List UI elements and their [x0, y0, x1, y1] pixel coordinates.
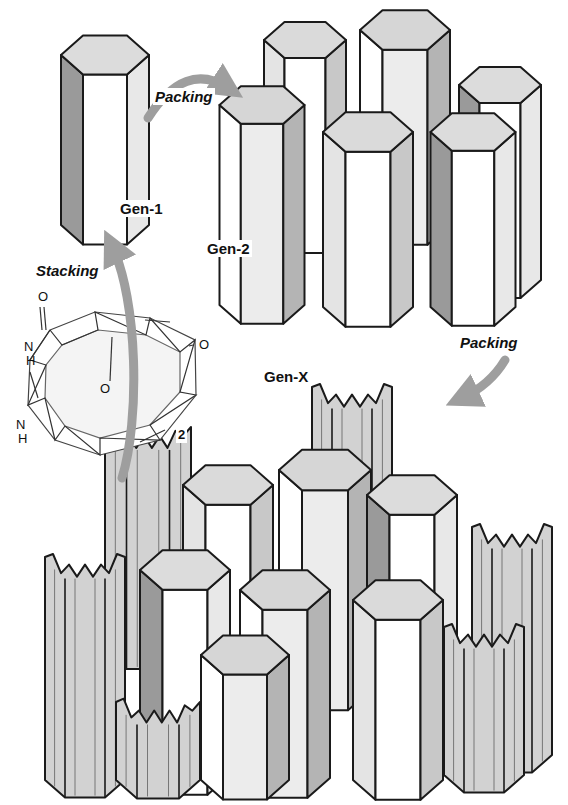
packing-arrow — [148, 79, 228, 118]
packing-arrow — [462, 360, 505, 398]
ring-inner — [45, 330, 180, 438]
prism-flute — [514, 639, 515, 781]
generation-label: Gen-1 — [118, 200, 165, 217]
carbonyl-bond — [40, 307, 42, 330]
prism-flute — [137, 450, 138, 667]
carbonyl-bond — [110, 337, 112, 381]
prism-flute — [95, 579, 96, 796]
prism-top — [323, 112, 413, 152]
prism-flute — [189, 715, 190, 787]
prism-flute — [136, 724, 138, 798]
prism-top — [220, 86, 305, 123]
carbonyl-bond — [44, 307, 46, 330]
prism-face — [83, 74, 127, 244]
process-label: Packing — [458, 334, 520, 351]
prism-face — [421, 600, 444, 800]
prism-face — [431, 132, 452, 326]
atom-label: H — [16, 432, 29, 447]
prism-face — [376, 620, 421, 800]
carbonyl-bond — [189, 345, 193, 346]
broken-prism — [444, 624, 524, 793]
alkene-bond — [30, 372, 38, 398]
prism-flute — [54, 569, 55, 786]
prism-top — [61, 36, 149, 75]
prism-face — [241, 124, 283, 324]
atom-label: H — [24, 354, 37, 369]
prism-flute — [168, 724, 169, 796]
prism-top — [264, 22, 346, 58]
prism-top — [140, 550, 230, 590]
alkene-bond — [145, 320, 170, 322]
prism-flute — [126, 715, 127, 787]
atom-label: N — [22, 340, 35, 355]
prism-flute — [147, 724, 148, 796]
prism-top — [459, 67, 541, 103]
prism-top — [240, 570, 330, 610]
prism-face — [353, 600, 376, 800]
prism-top — [201, 636, 289, 675]
ring-outline — [28, 312, 196, 455]
broken-prism — [45, 554, 125, 798]
stacking-arrow — [112, 246, 134, 478]
prism-face — [308, 590, 331, 798]
prism-face — [267, 655, 289, 799]
prism-face — [61, 55, 83, 244]
prism-face — [391, 132, 414, 327]
prism-top — [367, 475, 457, 515]
process-label: Packing — [153, 88, 215, 105]
prism-face — [223, 674, 267, 799]
generation-label: Gen-X — [262, 368, 310, 385]
ring-facets — [28, 312, 196, 455]
prism-top — [353, 580, 443, 620]
compound-number: 2 — [176, 428, 187, 443]
prism-face — [201, 655, 223, 799]
prism-flute — [503, 649, 505, 793]
prism-flute — [494, 649, 495, 791]
process-label: Stacking — [34, 262, 101, 279]
process-arrows — [112, 79, 505, 478]
prism-top — [431, 113, 516, 150]
macrocycle-drawing — [28, 307, 196, 455]
atom-label: N — [14, 418, 27, 433]
prism-face — [494, 132, 515, 326]
prism-flute — [178, 724, 180, 798]
prism-face — [220, 105, 241, 324]
prism-flute — [463, 649, 465, 793]
prism-top — [183, 465, 273, 505]
prism-flute — [104, 579, 106, 798]
broken-prism — [116, 699, 200, 799]
prism-flute — [474, 649, 475, 791]
prism-top — [279, 450, 371, 490]
alkene-bond — [140, 430, 165, 442]
prism-flute — [64, 579, 66, 798]
prism-top — [360, 10, 450, 50]
atom-label: O — [197, 338, 211, 353]
atom-label: O — [36, 290, 50, 305]
prism-flute — [531, 549, 533, 773]
prism-face — [346, 152, 391, 327]
prism-flute — [453, 639, 454, 781]
prism-face — [521, 85, 542, 298]
generation-label: Gen-2 — [205, 240, 252, 257]
prism-face — [452, 151, 495, 326]
prism-face — [323, 132, 346, 327]
prism-face — [283, 105, 304, 324]
prism-flute — [75, 579, 76, 796]
prism-flute — [542, 539, 543, 761]
atom-label: O — [98, 382, 112, 397]
prism-group — [45, 10, 552, 800]
